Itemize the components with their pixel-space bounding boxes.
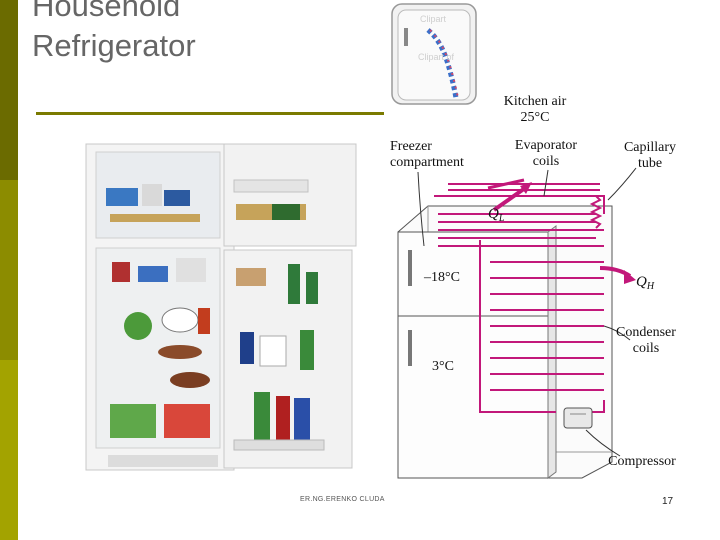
fridge-temp-label: 3°C xyxy=(432,359,454,374)
compressor-icon xyxy=(563,407,593,429)
svg-text:Clipart of: Clipart of xyxy=(418,52,455,62)
heat-arrow-qh xyxy=(599,266,636,284)
capillary-label-line-2: tube xyxy=(638,156,662,171)
slide-title-line-2: Refrigerator xyxy=(32,28,196,63)
freezer-label-line-1: Freezer xyxy=(390,139,432,154)
clipart-fridge-icon: Clipart Clipart of xyxy=(391,3,477,105)
compressor-label: Compressor xyxy=(608,454,676,469)
freezer-temp-label: –18°C xyxy=(423,270,460,285)
condenser-label-line-1: Condenser xyxy=(616,325,676,340)
accent-bar-middle xyxy=(0,180,18,360)
accent-bar-top xyxy=(0,0,18,180)
slide-title: Household Refrigerator xyxy=(32,0,196,66)
evaporator-label-line-2: coils xyxy=(533,154,559,169)
title-underline xyxy=(36,112,384,115)
capillary-label-line-1: Capillary xyxy=(624,140,676,155)
refrigerant-loop xyxy=(434,178,605,413)
heat-arrow-ql xyxy=(492,182,532,212)
condenser-label-line-2: coils xyxy=(633,341,659,356)
evaporator-label-line-1: Evaporator xyxy=(515,138,578,153)
svg-text:Clipart: Clipart xyxy=(420,14,447,24)
slide-title-line-1: Household xyxy=(32,0,181,23)
open-fridge-photo xyxy=(85,143,357,471)
ql-label: QL xyxy=(488,206,505,224)
fridge-schematic-cabinet xyxy=(397,205,613,479)
kitchen-temp-label: 25°C xyxy=(521,110,550,125)
leader-lines xyxy=(417,167,637,457)
qh-label: QH xyxy=(636,274,655,292)
page-number: 17 xyxy=(662,496,674,507)
freezer-label-line-2: compartment xyxy=(390,155,464,170)
slide-footer: ER.NG.ERENKO CLUDA xyxy=(300,496,385,503)
accent-bar-bottom xyxy=(0,360,18,540)
kitchen-air-label: Kitchen air xyxy=(504,94,567,109)
